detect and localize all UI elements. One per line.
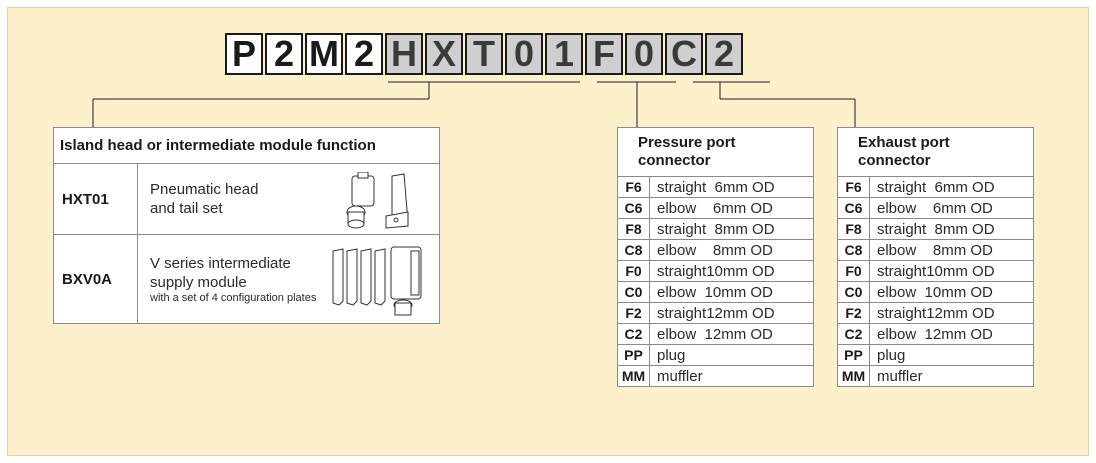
code-char-box: 2 — [265, 33, 303, 75]
code-char-box: 0 — [505, 33, 543, 75]
port-description: plug — [869, 344, 1034, 366]
code-char-box: P — [225, 33, 263, 75]
module-function-table: Island head or intermediate module funct… — [53, 127, 440, 324]
code-char-box: T — [465, 33, 503, 75]
port-description: elbow 10mm OD — [649, 281, 814, 303]
port-code: C0 — [837, 281, 870, 303]
port-description: elbow 8mm OD — [869, 239, 1034, 261]
port-code: MM — [837, 365, 870, 387]
port-description: muffler — [649, 365, 814, 387]
code-char-box: F — [585, 33, 623, 75]
port-description: elbow 6mm OD — [869, 197, 1034, 219]
port-description: elbow 12mm OD — [649, 323, 814, 345]
port-code: C8 — [837, 239, 870, 261]
supply-module-illustration — [332, 246, 422, 316]
module-code: BXV0A — [53, 234, 138, 324]
port-description: elbow 8mm OD — [649, 239, 814, 261]
port-description: straight 8mm OD — [869, 218, 1034, 240]
port-description: straight10mm OD — [869, 260, 1034, 282]
module-code: HXT01 — [53, 163, 138, 235]
port-description: elbow 10mm OD — [869, 281, 1034, 303]
pressure-table-header: Pressure port connector — [617, 127, 814, 177]
module-desc-line1: Pneumatic head — [150, 181, 259, 198]
code-char-box: 1 — [545, 33, 583, 75]
port-code: F6 — [837, 176, 870, 198]
port-code: C0 — [617, 281, 650, 303]
module-table-header: Island head or intermediate module funct… — [53, 127, 440, 164]
port-code: C8 — [617, 239, 650, 261]
module-desc-note: with a set of 4 configuration plates — [150, 292, 317, 304]
code-char-box: X — [425, 33, 463, 75]
code-char-box: H — [385, 33, 423, 75]
port-code: PP — [617, 344, 650, 366]
table-row: BXV0A V series intermediate supply modul… — [53, 234, 440, 324]
port-code: PP — [837, 344, 870, 366]
port-code: C2 — [837, 323, 870, 345]
port-description: straight12mm OD — [869, 302, 1034, 324]
port-description: straight 8mm OD — [649, 218, 814, 240]
code-char-box: M — [305, 33, 343, 75]
port-code: F0 — [837, 260, 870, 282]
port-code: F2 — [837, 302, 870, 324]
head-tail-set-illustration — [346, 172, 409, 229]
port-description: straight10mm OD — [649, 260, 814, 282]
port-description: straight 6mm OD — [869, 176, 1034, 198]
port-code: C6 — [617, 197, 650, 219]
port-description: muffler — [869, 365, 1034, 387]
port-code: F0 — [617, 260, 650, 282]
module-desc-line2: supply module — [150, 274, 247, 291]
port-code: F2 — [617, 302, 650, 324]
port-code: MM — [617, 365, 650, 387]
port-code: F8 — [837, 218, 870, 240]
code-char-box: 2 — [345, 33, 383, 75]
code-char-box: 2 — [705, 33, 743, 75]
exhaust-table-header: Exhaust port connector — [837, 127, 1034, 177]
port-code: C6 — [837, 197, 870, 219]
port-description: elbow 6mm OD — [649, 197, 814, 219]
port-description: plug — [649, 344, 814, 366]
module-desc-line1: V series intermediate — [150, 255, 291, 272]
code-char-box: 0 — [625, 33, 663, 75]
port-description: straight 6mm OD — [649, 176, 814, 198]
port-description: straight12mm OD — [649, 302, 814, 324]
port-code: C2 — [617, 323, 650, 345]
table-row: HXT01 Pneumatic head and tail set — [53, 163, 440, 235]
code-char-box: C — [665, 33, 703, 75]
module-desc-line2: and tail set — [150, 200, 223, 217]
port-code: F6 — [617, 176, 650, 198]
port-description: elbow 12mm OD — [869, 323, 1034, 345]
port-code: F8 — [617, 218, 650, 240]
